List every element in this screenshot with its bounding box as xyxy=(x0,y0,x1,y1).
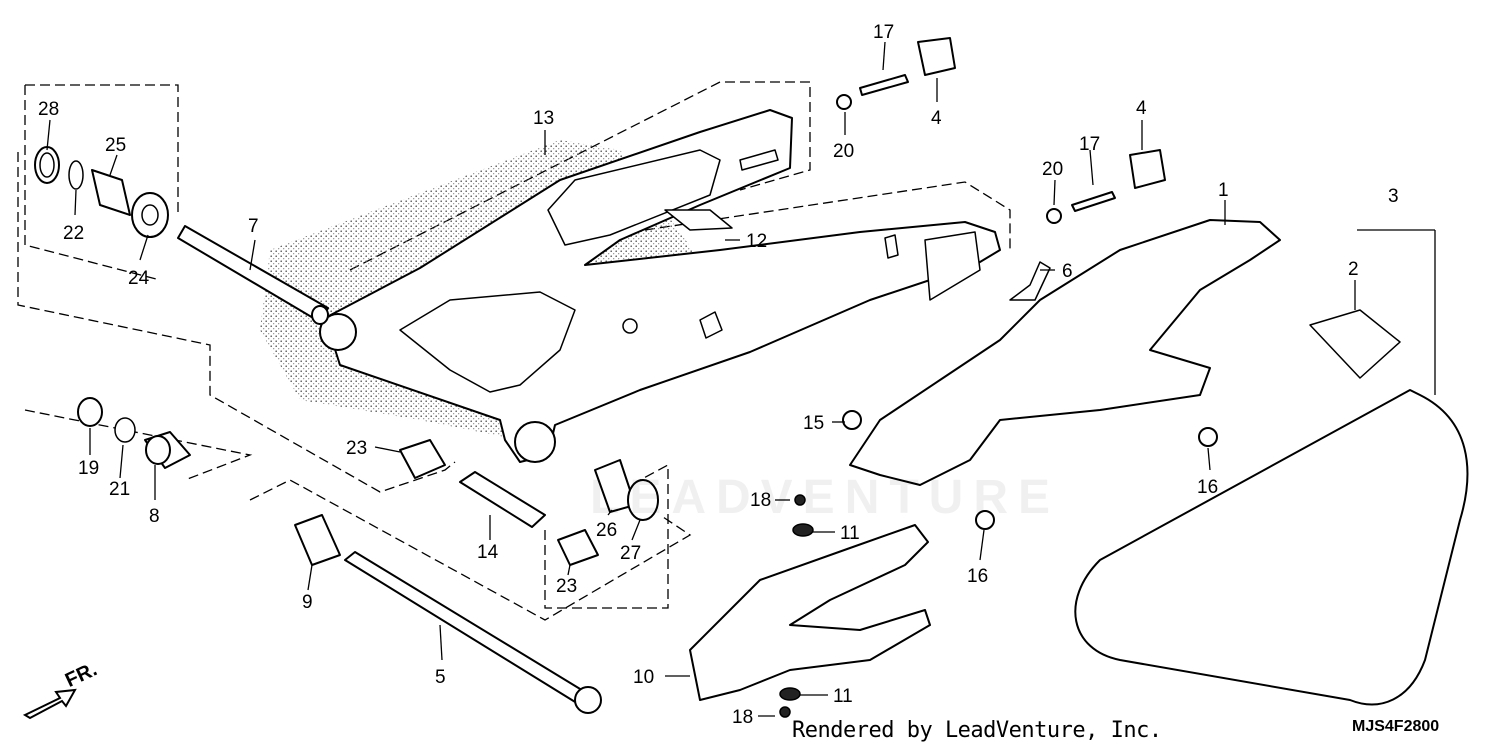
callout-20a[interactable]: 20 xyxy=(833,141,854,162)
front-arrow-icon xyxy=(22,688,77,720)
callout-8[interactable]: 8 xyxy=(149,506,160,527)
callout-18b[interactable]: 18 xyxy=(732,707,753,728)
callout-19[interactable]: 19 xyxy=(78,458,99,479)
left-spacers xyxy=(77,397,191,469)
callout-4b[interactable]: 4 xyxy=(1136,98,1147,119)
callout-7[interactable]: 7 xyxy=(248,216,259,237)
callout-21[interactable]: 21 xyxy=(109,479,130,500)
callout-17b[interactable]: 17 xyxy=(1079,134,1100,155)
bushings xyxy=(399,439,659,566)
hardware xyxy=(664,37,1401,718)
callout-17a[interactable]: 17 xyxy=(873,22,894,43)
chain-slider xyxy=(689,524,931,701)
dashed-group-left xyxy=(17,152,456,493)
callout-10[interactable]: 10 xyxy=(633,667,654,688)
dashed-group-bearing xyxy=(24,84,179,281)
callout-15[interactable]: 15 xyxy=(803,413,824,434)
watermark: LEADVENTURE xyxy=(590,471,1061,524)
callout-24[interactable]: 24 xyxy=(128,268,150,289)
callout-25[interactable]: 25 xyxy=(105,135,126,156)
callout-18a[interactable]: 18 xyxy=(750,490,771,511)
callout-labels: 1 2 3 4 4 5 6 7 8 9 10 11 11 12 13 14 15… xyxy=(38,22,1399,728)
callout-11a[interactable]: 11 xyxy=(840,523,860,544)
callout-12[interactable]: 12 xyxy=(746,231,767,252)
callout-2[interactable]: 2 xyxy=(1348,259,1359,280)
bearing-set xyxy=(34,146,169,238)
axle-assembly xyxy=(294,514,602,714)
callout-14[interactable]: 14 xyxy=(477,542,499,563)
dashed-group-spacers xyxy=(24,409,253,481)
dashed-group-arm xyxy=(349,81,811,271)
diagram-code: MJS4F2800 xyxy=(1352,718,1440,735)
callout-6[interactable]: 6 xyxy=(1062,261,1073,282)
callout-22[interactable]: 22 xyxy=(63,223,84,244)
callout-11b[interactable]: 11 xyxy=(833,686,853,707)
drive-chain xyxy=(1074,389,1469,706)
callout-4a[interactable]: 4 xyxy=(931,108,942,129)
dashed-group-axle xyxy=(249,479,692,621)
swingarm xyxy=(260,109,1001,463)
callout-26[interactable]: 26 xyxy=(596,520,617,541)
callout-1[interactable]: 1 xyxy=(1218,180,1229,201)
chain-case xyxy=(849,219,1281,486)
pivot-pipe xyxy=(177,225,329,325)
leader-lines xyxy=(46,41,1436,717)
dashed-group-bushing xyxy=(544,463,669,609)
dashed-group-slider xyxy=(644,181,1011,250)
credit-text: Rendered by LeadVenture, Inc. xyxy=(792,718,1162,743)
callout-16b[interactable]: 16 xyxy=(967,566,988,587)
callout-27[interactable]: 27 xyxy=(620,543,641,564)
callout-23b[interactable]: 23 xyxy=(556,576,577,597)
callout-28[interactable]: 28 xyxy=(38,99,59,120)
callout-3[interactable]: 3 xyxy=(1388,186,1399,207)
callout-9[interactable]: 9 xyxy=(302,592,313,613)
callout-20b[interactable]: 20 xyxy=(1042,159,1063,180)
callout-16a[interactable]: 16 xyxy=(1197,477,1218,498)
callout-23a[interactable]: 23 xyxy=(346,438,367,459)
callout-13[interactable]: 13 xyxy=(533,108,554,129)
callout-5[interactable]: 5 xyxy=(435,667,446,688)
